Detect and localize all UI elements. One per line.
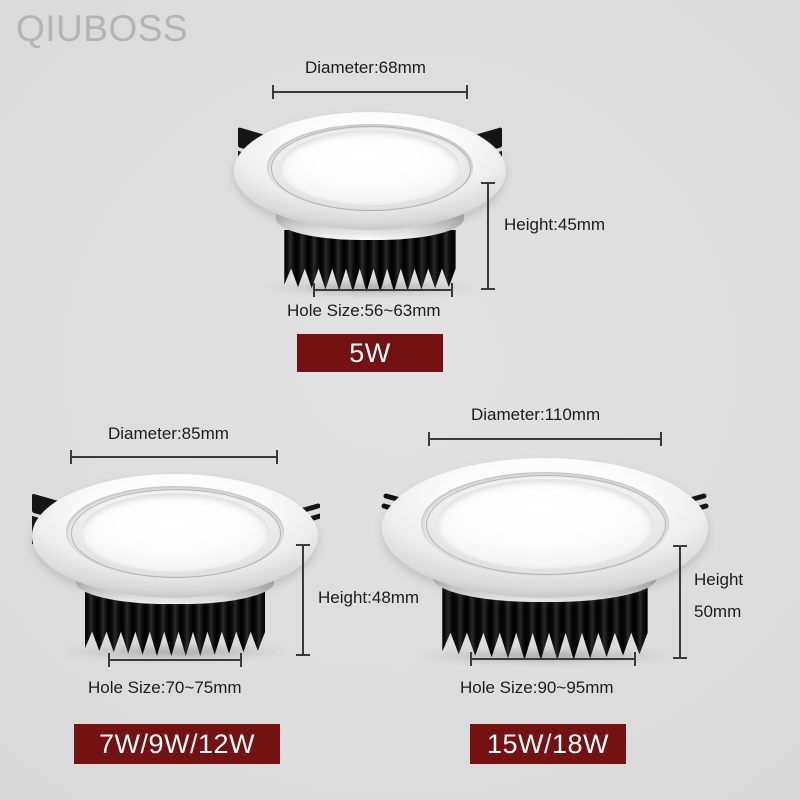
trim-ring xyxy=(234,112,506,230)
hole-size-dimension-line-15w xyxy=(470,652,636,666)
diameter-dimension-line-7w xyxy=(70,450,278,464)
height-label-line2-15w: 50mm xyxy=(694,602,742,621)
downlight-fixture-7w xyxy=(32,474,320,660)
diameter-dimension-line-15w xyxy=(428,432,662,446)
hole-size-dimension-line-7w xyxy=(108,653,242,667)
heatsink xyxy=(284,230,456,292)
diameter-label-5w: Diameter:68mm xyxy=(305,58,426,77)
wattage-badge-15w: 15W/18W xyxy=(470,724,626,764)
hole-size-label-7w: Hole Size:70~75mm xyxy=(88,678,242,697)
hole-size-label-15w: Hole Size:90~95mm xyxy=(460,678,614,697)
hole-size-dimension-line-5w xyxy=(313,283,453,297)
diameter-label-15w: Diameter:110mm xyxy=(471,405,601,424)
trim-ring xyxy=(32,474,318,598)
brand-logo: QIUBOSS xyxy=(16,8,189,49)
height-dimension-line-15w xyxy=(673,545,687,659)
diameter-dimension-line-5w xyxy=(272,85,468,99)
light-diffuser xyxy=(280,129,460,206)
height-label-line1-15w: Height xyxy=(694,570,744,589)
height-dimension-line-7w xyxy=(296,544,310,656)
height-label-5w: Height:45mm xyxy=(504,215,606,234)
diameter-label-7w: Diameter:85mm xyxy=(108,424,229,443)
height-label-7w: Height:48mm xyxy=(318,588,420,607)
wattage-badge-7w: 7W/9W/12W xyxy=(74,724,280,764)
wattage-badge-5w: 5W xyxy=(297,334,443,372)
light-diffuser xyxy=(80,492,270,572)
light-diffuser xyxy=(437,479,653,569)
trim-ring xyxy=(382,458,708,598)
hole-size-label-5w: Hole Size:56~63mm xyxy=(287,301,441,320)
downlight-fixture-5w xyxy=(234,112,506,296)
height-dimension-line-5w xyxy=(481,182,495,290)
downlight-fixture-15w xyxy=(381,458,709,664)
